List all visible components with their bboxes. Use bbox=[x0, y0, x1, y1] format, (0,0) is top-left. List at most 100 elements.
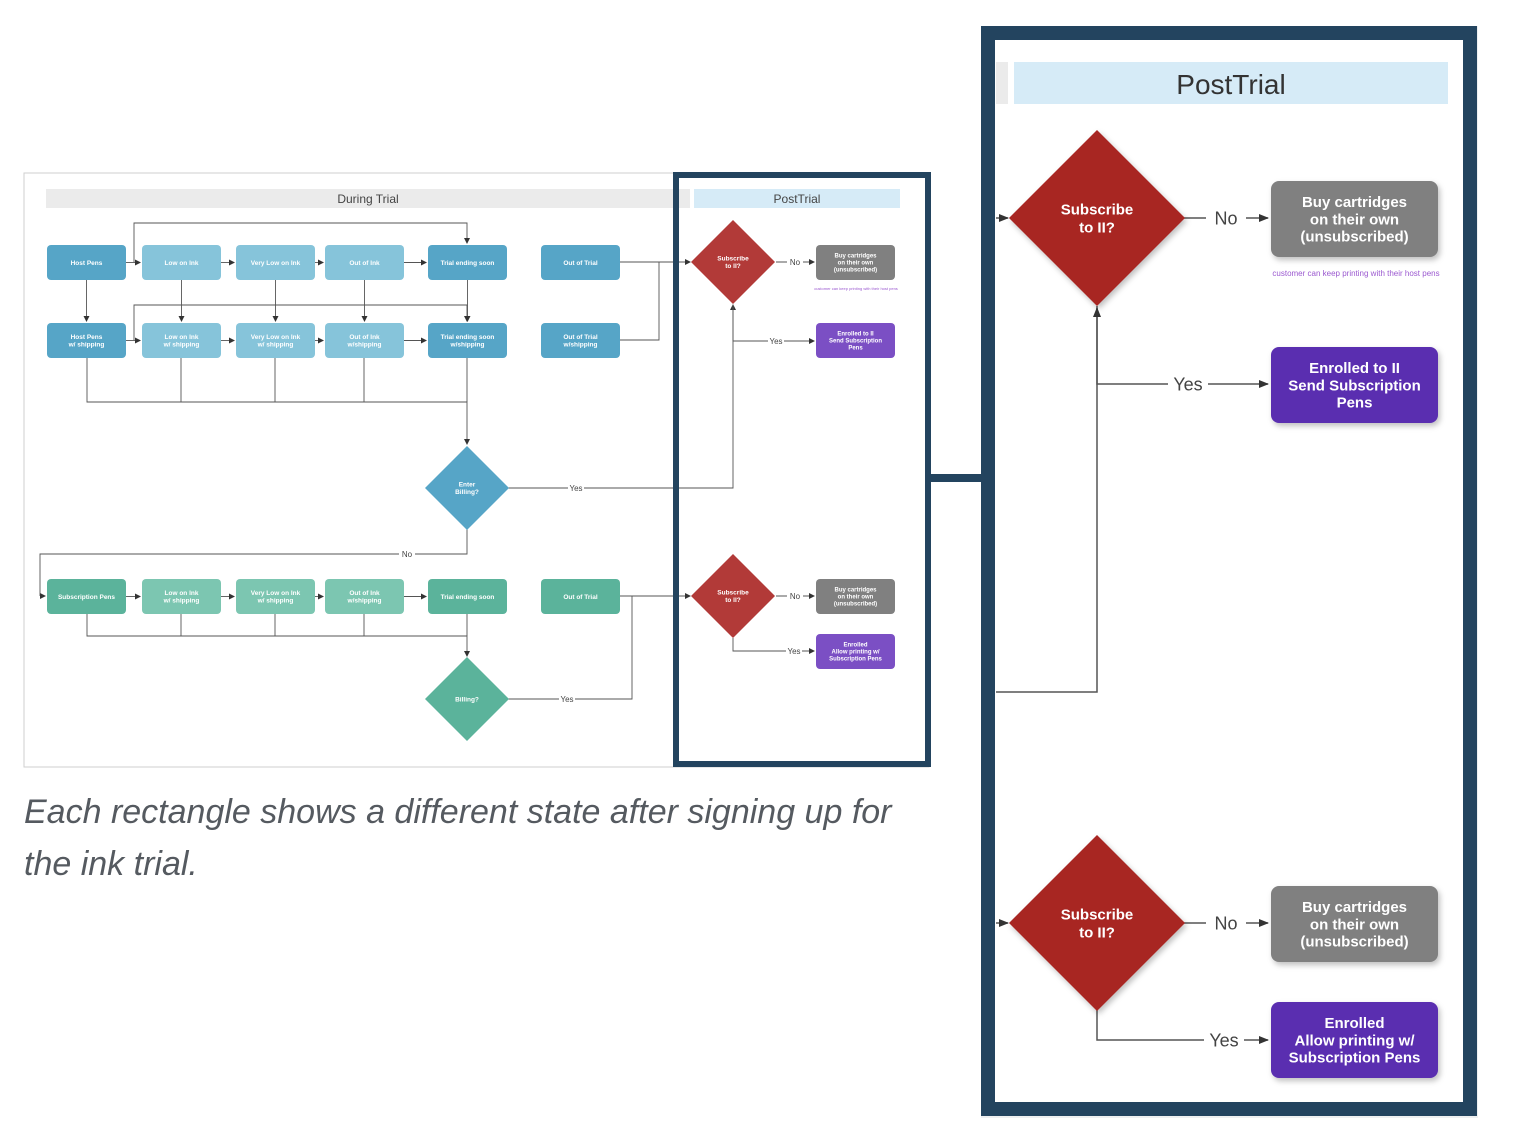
posttrial-title-small: PostTrial bbox=[774, 192, 821, 206]
state-row1-4-shape bbox=[428, 245, 507, 280]
state-row3-4-shape bbox=[428, 579, 507, 614]
state-row1-4-label: Trial ending soon bbox=[441, 260, 495, 267]
state-row1-5-label: Out of Trial bbox=[563, 260, 598, 267]
during-trial-title: During Trial bbox=[337, 192, 398, 206]
state-row3-3-shape bbox=[325, 579, 404, 614]
zoom-label-bg bbox=[1206, 207, 1246, 229]
zoom-enrolled-send-shape bbox=[1271, 347, 1438, 423]
billing-yes bbox=[508, 596, 633, 700]
zoom-enter-billing-yes bbox=[996, 307, 1101, 693]
state-row1-0: Host Pens bbox=[47, 245, 126, 280]
label-bg bbox=[768, 336, 784, 346]
state-row1-0-label: Host Pens bbox=[71, 260, 103, 267]
label-bg bbox=[786, 646, 802, 656]
label-bg bbox=[787, 591, 803, 601]
enrolled-allow-2-shape bbox=[816, 634, 895, 669]
enrolled-send-1-shape bbox=[816, 323, 895, 358]
zoom-enrolled-allow-shape bbox=[1271, 1002, 1438, 1078]
state-row2-2-shape bbox=[236, 323, 315, 358]
state-row3-0-label: Subscription Pens bbox=[58, 594, 115, 601]
state-row3-0-shape bbox=[47, 579, 126, 614]
zoom-connector-label: No bbox=[1214, 913, 1237, 933]
state-row1-1-label: Low on Ink bbox=[165, 260, 199, 267]
subscribe-decision-2-shape bbox=[691, 554, 775, 638]
billing-decision-label: Billing? bbox=[455, 696, 479, 703]
note-keep-printing-small: customer can keep printing with their ho… bbox=[814, 286, 898, 291]
connector-label: Yes bbox=[769, 337, 782, 346]
figure-caption: Each rectangle shows a different state a… bbox=[24, 793, 892, 883]
state-row1-3-shape bbox=[325, 245, 404, 280]
connector-label: Yes bbox=[569, 484, 582, 493]
no-path-enter-billing bbox=[39, 528, 468, 596]
zoom-buy-cartridges-2-shape bbox=[1271, 886, 1438, 962]
during-trial-header bbox=[46, 189, 690, 208]
to-billing bbox=[86, 614, 470, 657]
state-row3-4-label: Trial ending soon bbox=[441, 594, 495, 601]
state-row2-3-shape bbox=[325, 323, 404, 358]
connector-lines bbox=[39, 222, 815, 700]
state-row2-1-shape bbox=[142, 323, 221, 358]
posttrial-highlight-frame bbox=[673, 172, 931, 767]
state-row2-4-shape bbox=[428, 323, 507, 358]
zoom-posttrial-header bbox=[1014, 62, 1448, 104]
posttrial-header-small bbox=[694, 189, 900, 208]
connector-label: No bbox=[790, 258, 801, 267]
to-enter-billing bbox=[86, 358, 470, 445]
state-row2-5-shape bbox=[541, 323, 620, 358]
billing-decision-shape bbox=[425, 657, 509, 741]
state-row1-1-shape bbox=[142, 245, 221, 280]
zoom-during-header-edge bbox=[996, 62, 1008, 104]
billing-decision: Billing? bbox=[425, 657, 509, 741]
connector-label: No bbox=[790, 592, 801, 601]
zoom-note-keep-printing: customer can keep printing with their ho… bbox=[1272, 269, 1439, 278]
state-row3-0: Subscription Pens bbox=[47, 579, 126, 614]
label-bg bbox=[399, 549, 415, 559]
state-row1-2-label: Very Low on Ink bbox=[251, 260, 301, 267]
connector-label: Yes bbox=[787, 647, 800, 656]
state-row3-4: Trial ending soon bbox=[428, 579, 507, 614]
skip-loop-row2 bbox=[133, 304, 470, 340]
label-bg bbox=[559, 694, 575, 704]
state-row1-4: Trial ending soon bbox=[428, 245, 507, 280]
state-row3-5-shape bbox=[541, 579, 620, 614]
state-row1-3-label: Out of Ink bbox=[349, 260, 380, 267]
state-row3-2-shape bbox=[236, 579, 315, 614]
zoom-connector-label: Yes bbox=[1209, 1030, 1238, 1050]
zoom-buy-cartridges-1-shape bbox=[1271, 181, 1438, 257]
